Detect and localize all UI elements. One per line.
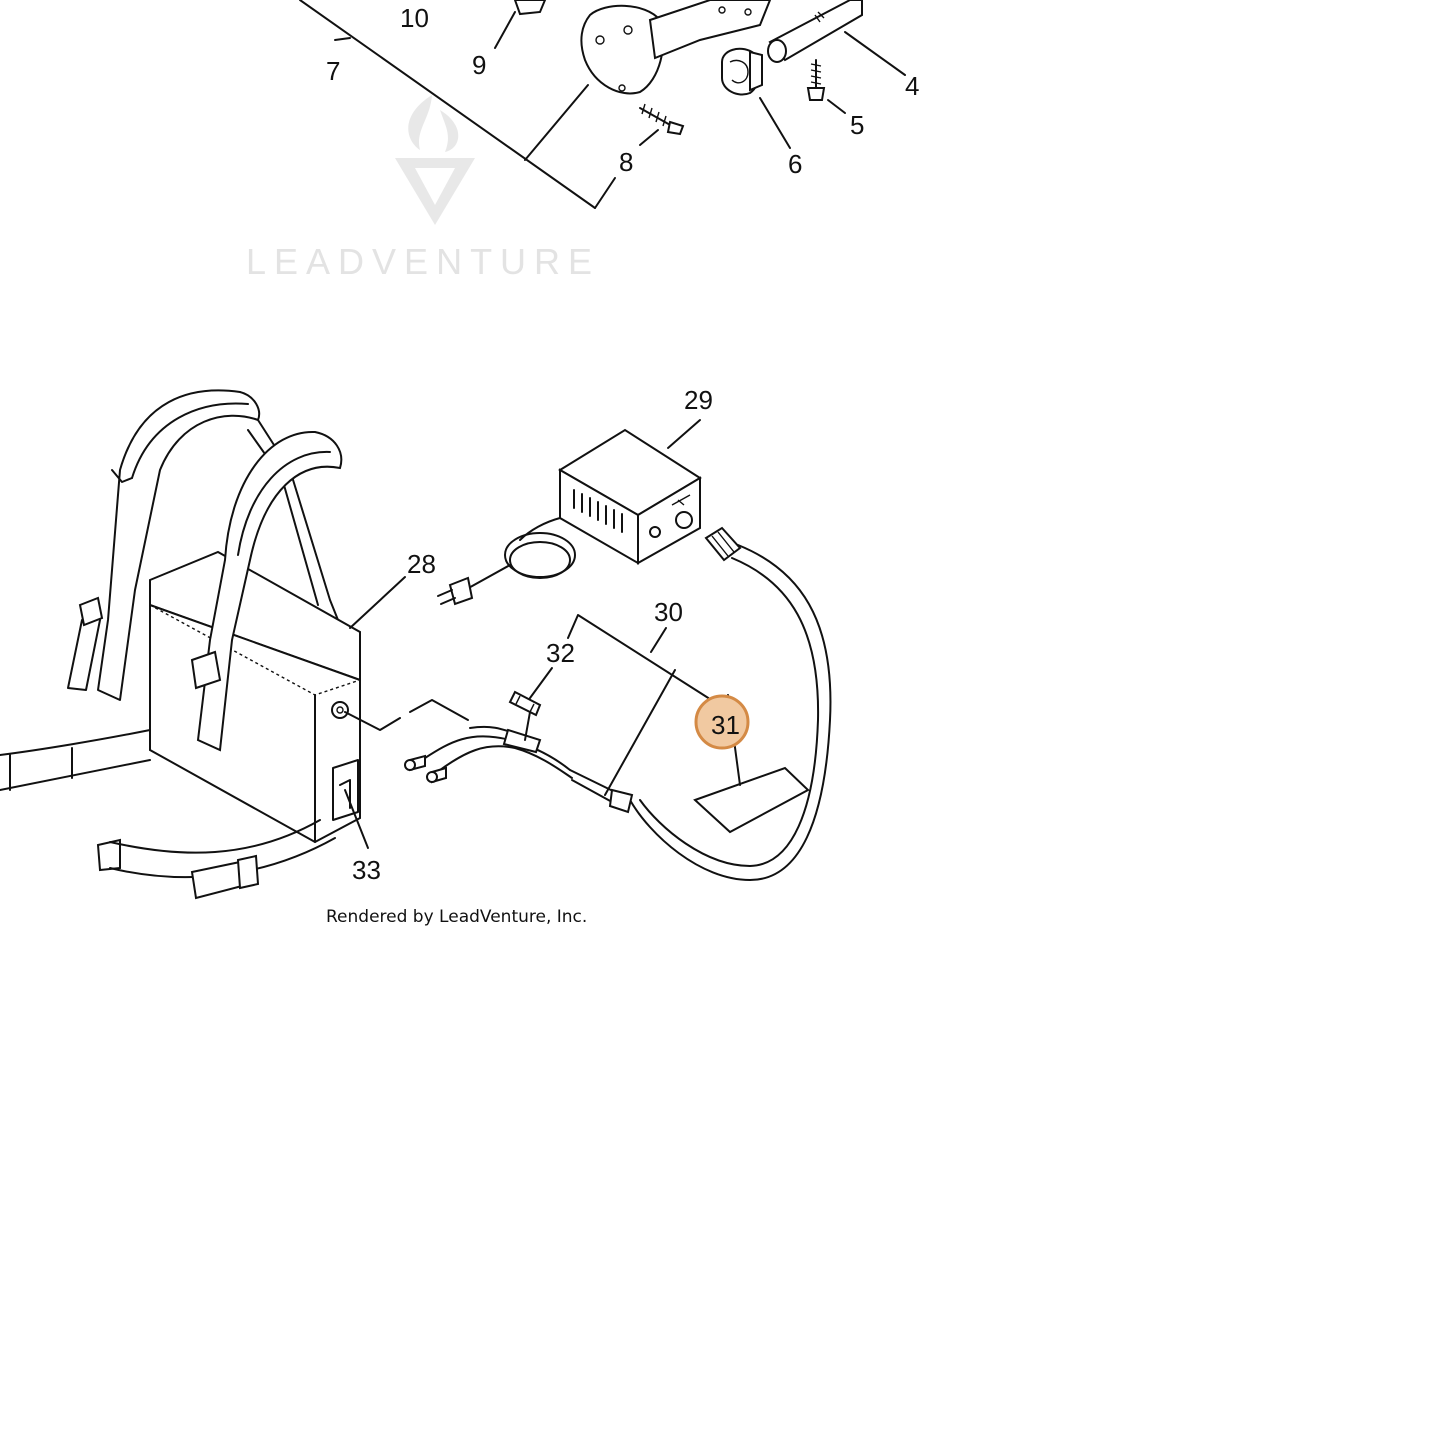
ring-terminal-icon: [404, 754, 426, 772]
callout-5[interactable]: 5: [850, 110, 864, 140]
callout-6[interactable]: 6: [788, 149, 802, 179]
screw-icon: [639, 103, 685, 136]
callout-7[interactable]: 7: [326, 56, 340, 86]
power-plug-icon: [437, 576, 474, 606]
callout-32[interactable]: 32: [546, 638, 575, 668]
callout-28[interactable]: 28: [407, 549, 436, 579]
callout-9[interactable]: 9: [472, 50, 486, 80]
upper-assembly: [299, 0, 906, 209]
fuse-icon: [508, 690, 542, 717]
render-credit: Rendered by LeadVenture, Inc.: [326, 907, 587, 927]
callout-labels: 4 5 6 7 8 9 10 28 29 30 31 32 33: [326, 3, 919, 885]
leadventure-watermark: LEADVENTURE: [246, 95, 600, 282]
cable-connector-icon: [704, 526, 742, 562]
tube-icon: [767, 0, 863, 63]
watermark-text: LEADVENTURE: [246, 241, 600, 282]
flame-logo-icon: [395, 95, 475, 225]
callout-33[interactable]: 33: [352, 855, 381, 885]
callout-31[interactable]: 31: [711, 710, 740, 740]
callout-4[interactable]: 4: [905, 71, 919, 101]
callout-31-highlight[interactable]: 31: [694, 694, 750, 750]
screw-icon: [806, 59, 826, 101]
clip-icon: [721, 47, 763, 96]
backpack-battery-assembly: [0, 389, 406, 900]
callout-8[interactable]: 8: [619, 147, 633, 177]
battery-charger-assembly: [437, 419, 832, 881]
callout-10[interactable]: 10: [400, 3, 429, 33]
callout-30[interactable]: 30: [654, 597, 683, 627]
wire-harness-assembly: [344, 614, 810, 849]
callout-29[interactable]: 29: [684, 385, 713, 415]
vent-slots-icon: [573, 489, 623, 533]
ring-terminal-icon: [426, 766, 447, 784]
